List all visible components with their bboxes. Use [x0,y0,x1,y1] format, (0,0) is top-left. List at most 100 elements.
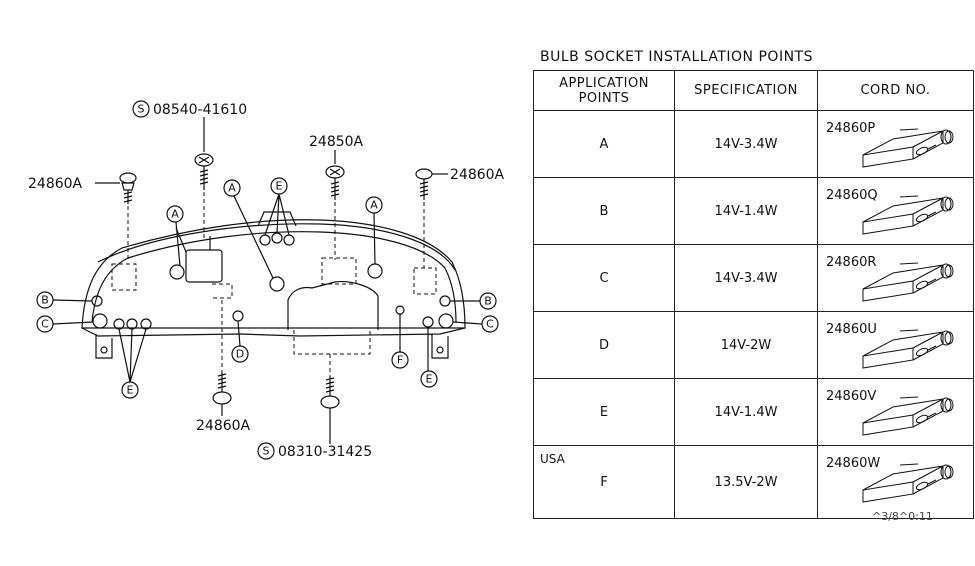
svg-text:A: A [370,199,378,212]
point-label-f: F [391,351,409,369]
part-label-24850a: 24850A [309,134,364,150]
socket-d [232,310,244,322]
header-application-points: APPLICATION POINTS [533,70,675,111]
part-label-08540-41610: 08540-41610 [153,102,247,118]
socket-c-left [92,313,108,329]
top-e-leaders [264,193,290,236]
cell-point-letter: D [598,337,609,353]
cell-application-point: D [533,311,675,379]
cell-application-point: A [533,110,675,178]
dashed-small-left [212,283,233,299]
table-row: E 14V-1.4W 24860V [533,378,974,446]
bulb-socket-table: APPLICATION POINTS SPECIFICATION CORD NO… [533,70,974,519]
dashed-box-left [111,263,137,291]
svg-text:A: A [171,208,179,221]
svg-text:B: B [484,295,492,308]
point-label-b-right: B [479,292,497,310]
point-label-c-left: C [36,315,54,333]
screw-24850a [325,165,345,260]
point-label-a-center: A [223,179,241,197]
socket-a-left [169,264,185,280]
left-mount-hole [100,346,108,354]
svg-text:S: S [138,103,145,116]
cell-specification: 13.5V-2W [674,445,818,519]
cluster-housing-rim [97,223,456,271]
socket-f [395,305,405,315]
point-label-e-left: E [121,381,139,399]
cord-number: 24860V [826,389,877,404]
point-label-c-right: C [481,315,499,333]
cord-number: 24860W [826,456,881,471]
socket-e-top-3 [283,234,295,246]
cluster-housing-inner [91,231,457,323]
cell-specification: 14V-1.4W [674,177,818,245]
header-cord-no: CORD NO. [817,70,974,111]
dashed-box-right [413,267,437,295]
socket-b-right [439,295,451,307]
header-application-line1: APPLICATION [559,75,649,91]
part-label-08310-31425: 08310-31425 [278,444,372,460]
svg-text:E: E [276,180,283,193]
cell-point-letter: C [599,270,609,286]
top-e-bracket [257,211,297,227]
cord-number: 24860R [826,255,877,270]
point-label-e-top: E [270,177,288,195]
svg-text:C: C [486,318,494,331]
svg-text:C: C [41,318,49,331]
leader-a-right [373,212,376,265]
dashed-box-center [321,257,357,285]
cell-application-point: USA F [533,445,675,519]
cell-point-letter: E [599,404,609,420]
cell-point-letter: B [599,203,609,219]
cell-application-point: B [533,177,675,245]
cell-specification: 14V-2W [674,311,818,379]
cluster-base [81,327,466,337]
cord-number: 24860P [826,121,876,136]
left-mount-tab [95,334,113,359]
cell-cord-no: 24860V [817,378,974,446]
svg-text:A: A [228,182,236,195]
cell-cord-no: 24860P [817,110,974,178]
cell-cord-no: 24860W [817,445,974,519]
table-row: USA F 13.5V-2W 24860W [533,445,974,519]
screw-24860a-left [119,172,137,262]
leader-a-left [175,221,181,267]
bulb-socket-cord-icon [862,195,954,235]
bulb-socket-cord-icon [862,396,954,436]
cell-point-letter: F [600,474,608,490]
svg-text:D: D [236,348,244,361]
cell-note: USA [540,452,565,466]
point-label-a-left: A [166,205,184,223]
cord-number: 24860Q [826,188,878,203]
cell-specification: 14V-1.4W [674,378,818,446]
svg-text:B: B [41,294,49,307]
leader-e-left [118,328,147,383]
bulb-socket-cord-icon [862,463,954,503]
cell-specification: 14V-3.4W [674,110,818,178]
screw-24860a-bottom [212,300,232,405]
bulb-socket-cord-icon [862,262,954,302]
table-row: C 14V-3.4W 24860R [533,244,974,312]
right-mount-hole [436,346,444,354]
right-mount-tab [431,334,449,359]
s-mark-bottom: S [257,442,275,460]
svg-text:S: S [263,445,270,458]
leader-d [237,320,241,347]
center-circuit-board [287,281,379,330]
part-label-24860a-right: 24860A [450,167,505,183]
part-label-24860a-left: 24860A [28,176,83,192]
dashed-box-bottom [293,330,371,355]
cell-specification: 14V-3.4W [674,244,818,312]
bulb-socket-cord-icon [862,329,954,369]
table-header-row: APPLICATION POINTS SPECIFICATION CORD NO… [533,70,974,111]
svg-text:F: F [397,354,403,367]
header-specification: SPECIFICATION [674,70,818,111]
leader-c-left [52,321,94,325]
header-application-line2: POINTS [578,90,630,106]
socket-e-right [422,316,434,328]
cell-cord-no: 24860Q [817,177,974,245]
screw-24860a-right [415,168,433,268]
table-row: B 14V-1.4W 24860Q [533,177,974,245]
